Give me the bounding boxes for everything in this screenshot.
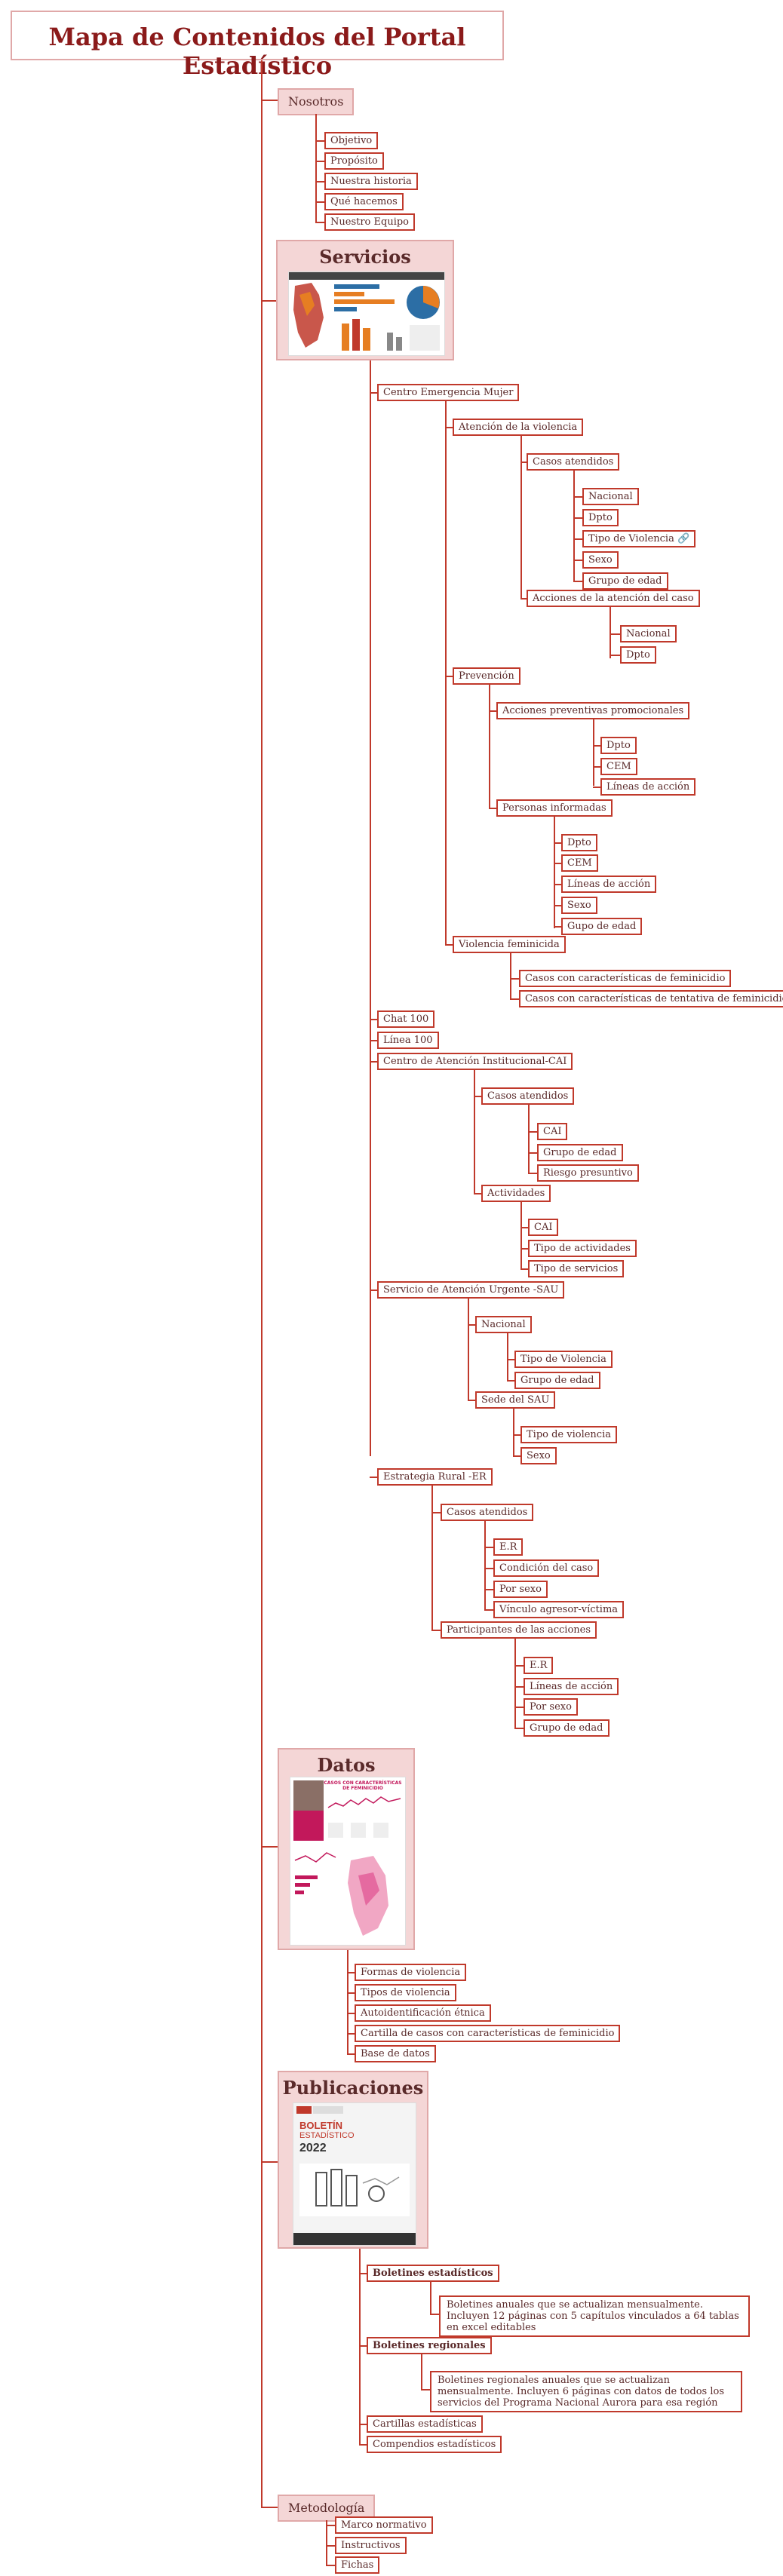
section-title: Datos xyxy=(317,1754,376,1776)
er-participantes-item[interactable]: E.R xyxy=(524,1657,554,1674)
datos-item[interactable]: Base de datos xyxy=(355,2045,436,2062)
datos-item[interactable]: Cartilla de casos con características de… xyxy=(355,2025,621,2042)
casos-item[interactable]: Sexo xyxy=(582,551,619,569)
sau-node[interactable]: Servicio de Atención Urgente -SAU xyxy=(377,1281,565,1299)
er-participantes-node[interactable]: Participantes de las acciones xyxy=(441,1621,597,1639)
personas-node[interactable]: Personas informadas xyxy=(496,799,613,817)
er-casos-node[interactable]: Casos atendidos xyxy=(441,1504,534,1521)
sau-nacional-item[interactable]: Grupo de edad xyxy=(514,1372,600,1389)
cai-actividades-item[interactable]: CAI xyxy=(528,1219,559,1236)
cartillas-node[interactable]: Cartillas estadísticas xyxy=(367,2415,483,2433)
section-servicios[interactable]: Servicios xyxy=(276,240,454,360)
nosotros-item[interactable]: Nuestra historia xyxy=(324,173,418,190)
cem-node[interactable]: Centro Emergencia Mujer xyxy=(377,384,520,401)
connector xyxy=(261,100,278,101)
casos-item[interactable]: Dpto xyxy=(582,509,619,526)
casos-node[interactable]: Casos atendidos xyxy=(527,453,620,471)
acciones-node[interactable]: Acciones de la atención del caso xyxy=(527,590,700,607)
boletin-line1: BOLETÍN xyxy=(299,2120,343,2131)
casos-item[interactable]: Grupo de edad xyxy=(582,572,668,590)
cai-actividades-node[interactable]: Actividades xyxy=(481,1185,551,1202)
boletines-node[interactable]: Boletines estadísticos xyxy=(367,2265,499,2282)
feminicida-node[interactable]: Violencia feminicida xyxy=(453,936,566,953)
nosotros-item[interactable]: Qué hacemos xyxy=(324,193,404,210)
acciones-prev-item[interactable]: Líneas de acción xyxy=(600,778,696,796)
acciones-prev-item[interactable]: Dpto xyxy=(600,737,637,754)
atencion-node[interactable]: Atención de la violencia xyxy=(453,419,584,436)
connector xyxy=(370,360,371,1456)
metodologia-item[interactable]: Instructivos xyxy=(335,2537,407,2554)
section-title: Publicaciones xyxy=(282,2077,424,2099)
datos-thumb-title: CASOS CON CARACTERÍSTICAS DE FEMINICIDIO xyxy=(324,1780,402,1791)
nosotros-item[interactable]: Objetivo xyxy=(324,132,379,149)
cai-actividades-item[interactable]: Tipo de actividades xyxy=(528,1240,637,1257)
chat-node[interactable]: Chat 100 xyxy=(377,1010,435,1028)
cai-actividades-item[interactable]: Tipo de servicios xyxy=(528,1260,625,1277)
cai-casos-item[interactable]: Riesgo presuntivo xyxy=(537,1164,639,1182)
link-icon[interactable]: 🔗 xyxy=(677,533,690,544)
acciones-prev-item[interactable]: CEM xyxy=(600,758,637,775)
regionales-note: Boletines regionales anuales que se actu… xyxy=(430,2371,742,2412)
title-box: Mapa de Contenidos del Portal Estadístic… xyxy=(11,11,504,80)
nosotros-item[interactable]: Nuestro Equipo xyxy=(324,213,415,231)
er-node[interactable]: Estrategia Rural -ER xyxy=(377,1468,493,1486)
sau-nacional-node[interactable]: Nacional xyxy=(475,1316,532,1333)
er-participantes-item[interactable]: Líneas de acción xyxy=(524,1678,619,1695)
casos-item[interactable]: Nacional xyxy=(582,488,639,505)
feminicida-item[interactable]: Casos con características de feminicidio xyxy=(519,970,732,987)
cai-casos-item[interactable]: Grupo de edad xyxy=(537,1144,623,1161)
boletin-year: 2022 xyxy=(299,2142,327,2154)
boletin-line2: ESTADÍSTICO xyxy=(299,2131,355,2140)
publicaciones-thumbnail: BOLETÍN ESTADÍSTICO 2022 xyxy=(293,2102,416,2246)
er-casos-item[interactable]: Vínculo agresor-víctima xyxy=(493,1601,625,1618)
sau-sede-item[interactable]: Tipo de violencia xyxy=(520,1426,617,1443)
cai-casos-item[interactable]: CAI xyxy=(537,1123,568,1140)
cai-node[interactable]: Centro de Atención Institucional-CAI xyxy=(377,1053,573,1070)
er-casos-item[interactable]: Por sexo xyxy=(493,1581,548,1598)
casos-item[interactable]: Tipo de Violencia 🔗 xyxy=(582,530,696,547)
prevencion-node[interactable]: Prevención xyxy=(453,667,520,685)
page-title: Mapa de Contenidos del Portal Estadístic… xyxy=(48,23,466,80)
section-title: Servicios xyxy=(319,246,411,268)
acciones-prev-node[interactable]: Acciones preventivas promocionales xyxy=(496,702,690,719)
acciones-item[interactable]: Dpto xyxy=(620,646,656,664)
metodologia-item[interactable]: Marco normativo xyxy=(335,2516,433,2534)
datos-item[interactable]: Formas de violencia xyxy=(355,1964,467,1981)
personas-item[interactable]: Dpto xyxy=(561,834,597,851)
sau-sede-item[interactable]: Sexo xyxy=(520,1447,557,1464)
section-publicaciones[interactable]: Publicaciones BOLETÍN ESTADÍSTICO 2022 xyxy=(278,2071,428,2249)
personas-item[interactable]: Líneas de acción xyxy=(561,876,657,893)
section-nosotros[interactable]: Nosotros xyxy=(278,88,355,115)
sau-sede-node[interactable]: Sede del SAU xyxy=(475,1391,556,1409)
acciones-item[interactable]: Nacional xyxy=(620,625,677,642)
nosotros-item[interactable]: Propósito xyxy=(324,152,384,170)
er-participantes-item[interactable]: Por sexo xyxy=(524,1698,578,1716)
personas-item[interactable]: CEM xyxy=(561,854,598,872)
servicios-thumbnail xyxy=(288,271,445,356)
section-metodologia[interactable]: Metodología xyxy=(278,2495,376,2522)
datos-thumbnail: CASOS CON CARACTERÍSTICAS DE FEMINICIDIO xyxy=(290,1777,406,1946)
regionales-node[interactable]: Boletines regionales xyxy=(367,2337,492,2354)
er-casos-item[interactable]: Condición del caso xyxy=(493,1559,600,1577)
sau-nacional-item[interactable]: Tipo de Violencia xyxy=(514,1351,613,1368)
boletines-note: Boletines anuales que se actualizan mens… xyxy=(439,2295,750,2337)
er-casos-item[interactable]: E.R xyxy=(493,1538,524,1556)
cai-casos-node[interactable]: Casos atendidos xyxy=(481,1087,575,1105)
personas-item[interactable]: Gupo de edad xyxy=(561,918,643,935)
linea-node[interactable]: Línea 100 xyxy=(377,1032,439,1049)
section-datos[interactable]: Datos CASOS CON CARACTERÍSTICAS DE FEMIN… xyxy=(278,1748,415,1950)
er-participantes-item[interactable]: Grupo de edad xyxy=(524,1719,610,1737)
compendios-node[interactable]: Compendios estadísticos xyxy=(367,2436,502,2453)
metodologia-item[interactable]: Fichas xyxy=(335,2556,380,2574)
datos-item[interactable]: Autoidentificación étnica xyxy=(355,2004,491,2022)
connector xyxy=(315,114,317,222)
feminicida-item[interactable]: Casos con características de tentativa d… xyxy=(519,990,783,1007)
personas-item[interactable]: Sexo xyxy=(561,897,597,914)
datos-item[interactable]: Tipos de violencia xyxy=(355,1984,456,2001)
trunk-line xyxy=(261,60,263,2507)
